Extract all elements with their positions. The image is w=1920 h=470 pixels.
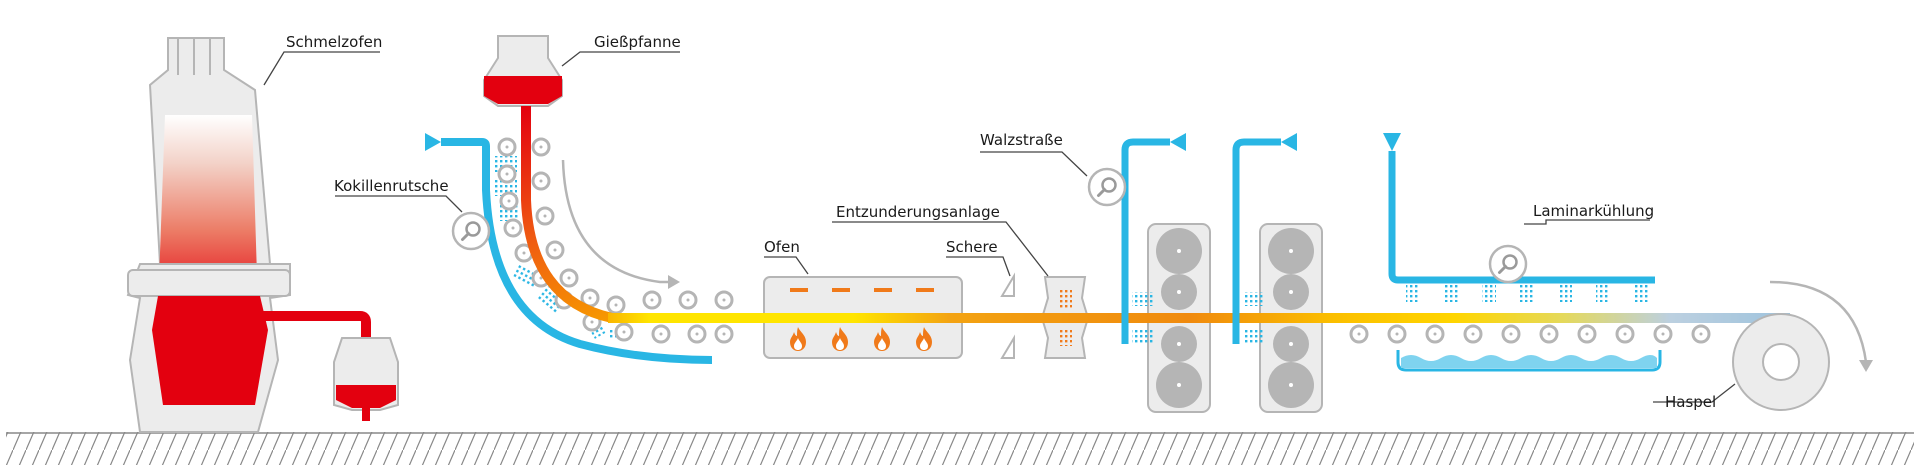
label-kokillenrutsche: Kokillenrutsche — [334, 177, 449, 195]
runout-rolls — [1349, 324, 1711, 344]
leader-lines — [263, 51, 1736, 403]
shear — [1000, 272, 1015, 359]
label-walzstrasse: Walzstraße — [980, 131, 1063, 149]
smelting-furnace — [126, 37, 371, 433]
magnifier-icon[interactable] — [451, 211, 491, 251]
small-ladle — [333, 337, 399, 421]
label-haspel: Haspel — [1665, 393, 1717, 411]
label-laminarkuehlung: Laminarkühlung — [1533, 202, 1655, 220]
cast-strand — [521, 106, 614, 323]
label-schere: Schere — [946, 238, 998, 256]
mill-cooling-water — [1121, 133, 1297, 344]
water-inlet-arrow-icon — [425, 133, 441, 151]
label-giesspfanne: Gießpfanne — [594, 33, 681, 51]
ground — [6, 432, 1914, 465]
flow-arrow-icon — [561, 159, 670, 284]
casting-ladle — [483, 35, 563, 107]
label-ofen: Ofen — [764, 238, 800, 256]
label-schmelzofen: Schmelzofen — [286, 33, 383, 51]
label-entzunderungsanlage: Entzunderungsanlage — [836, 203, 1000, 221]
coiler — [1732, 280, 1873, 411]
laminar-cooling — [1383, 133, 1662, 372]
magnifier-icon[interactable] — [1488, 244, 1528, 284]
magnifier-icon[interactable] — [1087, 167, 1127, 207]
